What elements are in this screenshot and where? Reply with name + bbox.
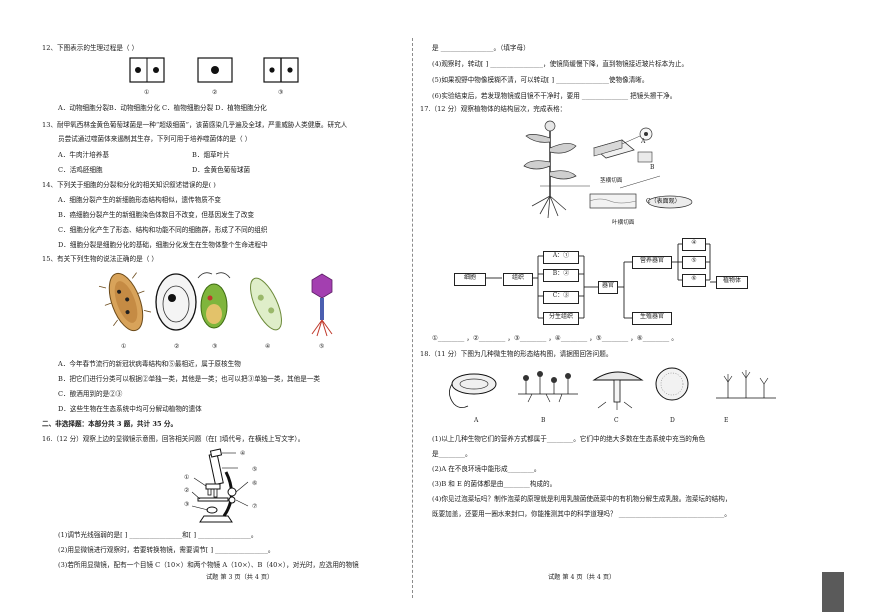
microbe-label-c: C: [614, 417, 619, 424]
q13-line2: 员尝试通过噬菌体来遏制其生存，下列可用于培养噬菌体的是（ ）: [58, 135, 252, 143]
organism-label-5: ⑤: [319, 343, 325, 350]
cell-division-illustration: [129, 57, 299, 83]
box-reproductive-organ: 生殖器官: [632, 312, 672, 325]
box-6: ⑥: [682, 274, 706, 287]
box-a: A：①: [543, 251, 579, 264]
cell-label-1: ①: [144, 89, 150, 96]
r-line-3: (6)实验结束后，若发现物镜或目镜不干净时，要用 ______________ …: [432, 92, 677, 100]
scope-label-3: ③: [184, 501, 190, 508]
box-plant: 植物体: [716, 276, 748, 289]
organism-label-4: ④: [265, 343, 271, 350]
q12-stem: 12、下图表示的生理过程是（ ）: [42, 44, 139, 52]
section-2-heading: 二、非选择题：本部分共 3 题，共计 35 分。: [42, 420, 178, 428]
microorganisms-illustration: [98, 272, 333, 337]
q18-sub-3: (3)B 和 E 的菌体都是由________构成的。: [432, 480, 557, 488]
box-b: B：②: [543, 269, 579, 282]
organism-label-1: ①: [121, 343, 127, 350]
q16-sub-1: (1)调节光线强弱的是[ ] ________________和[ ] ____…: [58, 531, 258, 539]
cell-label-3: ③: [278, 89, 284, 96]
q13-option-d: D．金黄色葡萄球菌: [192, 166, 251, 174]
r-line-2: (5)如果视野中物像模糊不清，可以转动[ ] ________________使…: [432, 76, 649, 84]
microbe-label-a: A: [474, 417, 479, 424]
left-footer: 试题 第 3 页（共 4 页）: [206, 574, 274, 581]
scope-label-6: ⑥: [252, 480, 258, 487]
q18-sub-4b: 既要加盖，还要用一圈水来封口，你能推测其中的科学道理吗？ ___________…: [432, 510, 731, 518]
q15-stem: 15、有关下列生物的说法正确的是（ ）: [42, 255, 158, 263]
right-footer: 试题 第 4 页（共 4 页）: [548, 574, 616, 581]
box-meristem: 分生组织: [543, 312, 579, 325]
scope-label-4: ④: [240, 450, 246, 457]
q18-sub-1b: 是________。: [432, 450, 472, 458]
r-line-1: (4)观察时，转动[ ] ________________，使镜筒缓慢下降，直到…: [432, 60, 689, 68]
q16-sub-2: (2)用显微镜进行观察时，若要转换物镜，需要调节[ ] ____________…: [58, 546, 275, 554]
cell-label-2: ②: [212, 89, 218, 96]
q18-sub-2: (2)A 在不良环境中能形成________。: [432, 465, 541, 473]
q13-option-a: A．牛肉汁培养基: [58, 151, 109, 159]
q17-blanks: ①________ ，②________ ，③________ ，④______…: [432, 334, 678, 342]
box-cell: 细胞: [454, 273, 486, 286]
q14-stem: 14、下列关于细胞的分裂和分化的相关知识叙述错误的是( ): [42, 181, 216, 189]
q12-options: A．动物细胞分裂B．动物细胞分化 C．植物细胞分裂 D．植物细胞分化: [58, 104, 267, 112]
q15-option-a: A．今年春节流行的新冠状病毒结构和⑤最相近，属于原核生物: [58, 360, 241, 368]
q18-stem: 18.（11 分）下图为几种微生物的形态结构图，请据图回答问题。: [420, 350, 613, 358]
tag-b: B: [650, 164, 655, 171]
q18-sub-4a: (4)你见过泡菜坛吗？制作泡菜的原理就是利用乳酸菌使蔬菜中的有机物分解生成乳酸。…: [432, 495, 732, 503]
scope-label-7: ⑦: [252, 503, 258, 510]
q15-option-b: B．把它们进行分类可以根据②单独一类，其他是一类；也可以把③单独一类，其他是一类: [58, 375, 320, 383]
q18-sub-1a: (1)以上几种生物它们的营养方式都属于________。它们中的绝大多数在生态系…: [432, 435, 706, 443]
r-line-0: 是 ________________。（填字母）: [432, 44, 530, 52]
q17-stem: 17.（12 分）观察植物体的结构层次，完成表格：: [420, 105, 567, 113]
organism-label-2: ②: [174, 343, 180, 350]
tag-a: A: [641, 138, 646, 145]
microbe-label-e: E: [724, 417, 729, 424]
tag-c: C（表面观）: [646, 198, 681, 205]
q15-option-d: D．这些生物在生态系统中均可分解动植物的遗体: [58, 405, 202, 413]
box-4: ④: [682, 238, 706, 251]
q13-option-c: C．活鸡胚细胞: [58, 166, 103, 174]
stem-section-label: 茎横切面: [600, 178, 623, 184]
box-c: C：③: [543, 291, 579, 304]
page-divider: [412, 38, 414, 598]
microbe-label-d: D: [670, 417, 675, 424]
scope-label-2: ②: [184, 487, 190, 494]
q14-option-b: B．癌细胞分裂产生的新细胞染色体数目不改变，但基因发生了改变: [58, 211, 255, 219]
box-vegetative-organ: 营养器官: [632, 256, 672, 269]
leaf-section-label: 叶横切面: [612, 220, 635, 226]
microbes-illustration: [449, 367, 776, 410]
scope-label-1: ①: [184, 474, 190, 481]
margin-block: [822, 572, 844, 612]
box-organ: 器官: [598, 281, 618, 294]
q14-option-a: A．细胞分裂产生的新细胞形态结构相似，遗传物质不变: [58, 196, 222, 204]
plant-structure-illustration: [523, 120, 693, 219]
q16-stem: 16.（12 分）观察上边的显微镜示意图，回答相关问题（在[ ]填代号，在横线上…: [42, 435, 305, 443]
q13-option-b: B．烟草叶片: [192, 151, 230, 159]
box-tissue: 组织: [503, 273, 533, 286]
q15-option-c: C．酿酒用到的是②③: [58, 390, 123, 398]
microscope-illustration: [191, 448, 249, 523]
box-5: ⑤: [682, 256, 706, 269]
q14-option-c: C．细胞分化产生了形态、结构和功能不同的细胞群，形成了不同的组织: [58, 226, 268, 234]
organism-label-3: ③: [212, 343, 218, 350]
microbe-label-b: B: [541, 417, 546, 424]
q16-sub-3: (3)若所用显微镜，配有一个目镜 C（10×）和两个物镜 A（10×）、B（40…: [58, 561, 359, 569]
q13-line1: 13、耐甲氧西林金黄色葡萄球菌是一种“超级细菌”，该菌感染几乎遍及全球，严重威胁…: [42, 121, 348, 129]
scope-label-5: ⑤: [252, 466, 258, 473]
q14-option-d: D．细胞分裂是细胞分化的基础，细胞分化发生在生物体整个生命进程中: [58, 241, 268, 249]
